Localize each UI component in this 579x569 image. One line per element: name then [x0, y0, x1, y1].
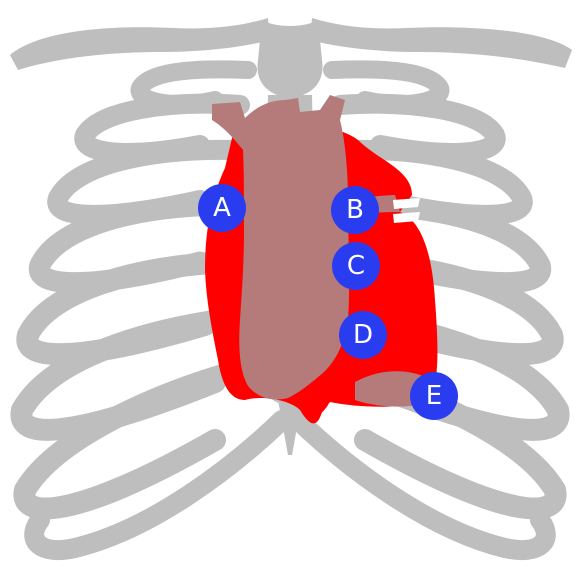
marker-c[interactable]: C [332, 242, 380, 290]
marker-a[interactable]: A [198, 184, 246, 232]
marker-b-label: B [346, 195, 364, 225]
marker-c-label: C [347, 251, 365, 281]
marker-d-label: D [353, 320, 373, 350]
marker-a-label: A [213, 193, 231, 223]
marker-b[interactable]: B [331, 186, 379, 234]
manubrium [257, 20, 322, 98]
marker-e[interactable]: E [410, 372, 458, 420]
marker-e-label: E [426, 381, 442, 411]
marker-d[interactable]: D [339, 311, 387, 359]
